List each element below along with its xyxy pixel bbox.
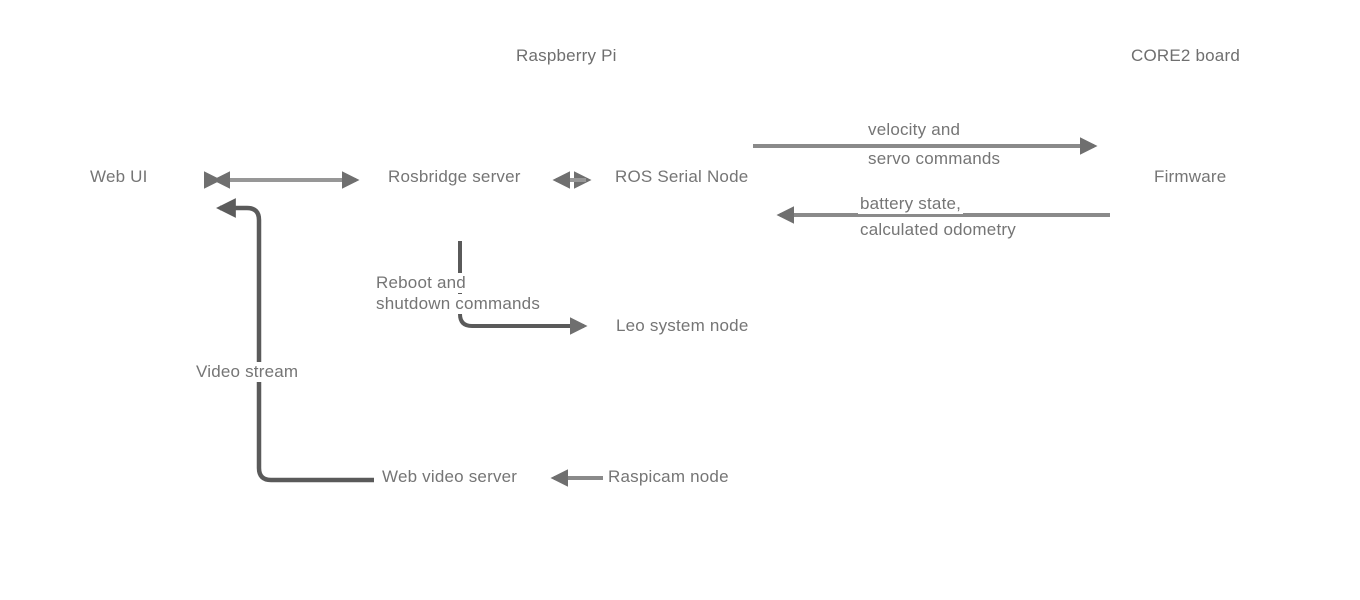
edge-label-reboot-line1: Reboot and [374,273,468,293]
edge-label-velocity-line2: servo commands [866,149,1003,169]
edge-label-reboot-line2: shutdown commands [374,294,543,314]
node-web-video-server: Web video server [380,467,520,487]
edge-label-battery-line2: calculated odometry [858,220,1018,240]
edge-label-video-stream: Video stream [194,362,301,382]
node-leo-system-node: Leo system node [614,316,751,336]
node-raspicam-node: Raspicam node [606,467,731,487]
node-rosbridge-server: Rosbridge server [386,167,523,187]
edge-reboot-leo-line [458,241,588,335]
node-web-ui: Web UI [88,167,150,187]
edge-label-velocity-line1: velocity and [866,120,963,140]
section-title-raspberry-pi: Raspberry Pi [514,46,619,66]
node-ros-serial-node: ROS Serial Node [613,167,751,187]
node-firmware: Firmware [1152,167,1229,187]
edge-videostream-line [216,198,374,483]
edge-label-battery-line1: battery state, [858,194,964,214]
section-title-core2-board: CORE2 board [1129,46,1242,66]
